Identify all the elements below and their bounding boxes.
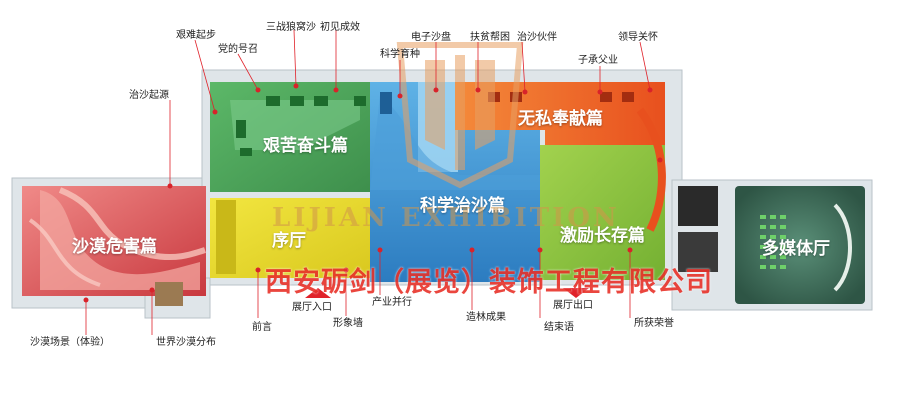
callout-epilogue: 结束语 — [544, 322, 574, 333]
callout-world-desert: 世界沙漠分布 — [156, 337, 216, 348]
callout-honors: 所获荣誉 — [634, 318, 674, 329]
entrance-arrow-icon — [305, 288, 331, 298]
callout-desert-scene: 沙漠场景（体验） — [30, 337, 110, 348]
zone-label-preface: 序厅 — [272, 231, 306, 251]
callout-image-wall: 形象墙 — [333, 318, 363, 329]
zone-label-struggle: 艰苦奋斗篇 — [263, 136, 348, 156]
callout-afforestation: 造林成果 — [466, 312, 506, 323]
zone-preface — [210, 198, 370, 278]
zone-label-desert-hazard: 沙漠危害篇 — [72, 237, 157, 257]
callout-industry: 产业并行 — [372, 297, 412, 308]
callout-son-inherits: 子承父业 — [578, 55, 618, 66]
callout-origin: 治沙起源 — [129, 90, 169, 101]
callout-sci-breeding: 科学育种 — [380, 49, 420, 60]
exit-arrow-icon — [563, 288, 589, 298]
zone-struggle — [210, 82, 370, 192]
callout-leader-care: 领导关怀 — [618, 32, 658, 43]
callout-entrance: 展厅入口 — [292, 302, 332, 313]
zone-desert-hazard — [22, 186, 206, 306]
callout-poverty-help: 扶贫帮困 — [470, 32, 510, 43]
callout-dots — [83, 83, 663, 303]
callout-hard-start: 艰难起步 — [176, 30, 216, 41]
corridor-dark — [678, 186, 718, 226]
zone-label-science: 科学治沙篇 — [420, 196, 505, 216]
company-name-watermark: 西安砺剑（展览）装饰工程有限公司 — [265, 267, 713, 298]
callout-party-call: 党的号召 — [218, 44, 258, 55]
zone-inspire — [540, 107, 666, 280]
corridor-dark-2 — [678, 232, 718, 272]
callout-exit: 展厅出口 — [553, 300, 593, 311]
zone-label-multimedia: 多媒体厅 — [762, 239, 830, 259]
callout-lines — [85, 29, 651, 335]
callout-foreword: 前言 — [252, 322, 272, 333]
callout-partners: 治沙伙伴 — [517, 32, 557, 43]
zone-label-inspire: 激励长存篇 — [560, 226, 645, 246]
callout-three-battles: 三战狼窝沙 — [266, 22, 316, 33]
zone-label-dedication: 无私奉献篇 — [518, 109, 603, 129]
callout-electronic-sand-table: 电子沙盘 — [411, 32, 451, 43]
brand-watermark: LIJIAN EXHIBITION — [272, 203, 620, 233]
brand-shield-icon — [396, 42, 524, 189]
callout-first-results: 初见成效 — [320, 22, 360, 33]
zone-multimedia — [735, 186, 865, 304]
